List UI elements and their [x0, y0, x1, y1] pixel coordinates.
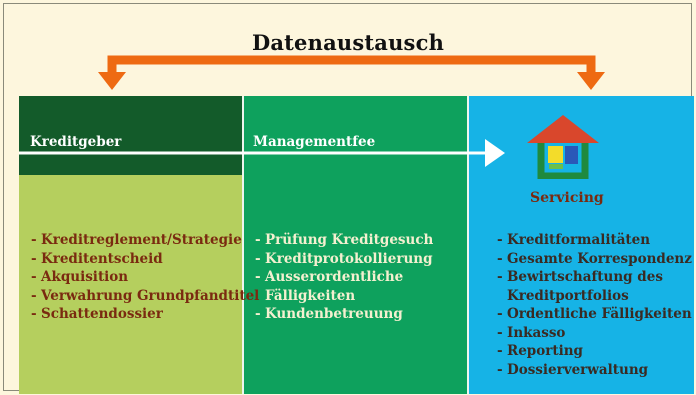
task-item: - Ordentliche Fälligkeiten: [497, 306, 692, 322]
task-text: Schattendossier: [41, 306, 163, 322]
task-text: Kreditprotokollierung: [265, 250, 433, 267]
diagram-title: Datenaustausch: [251, 30, 445, 55]
task-item: - Kreditreglement/Strategie: [31, 232, 242, 248]
kreditgeber-task-list: - Kreditreglement/Strategie - Kreditentsc…: [31, 231, 259, 324]
task-item: - Kundenbetreuung: [255, 306, 403, 322]
task-item: - Bewirtschaftung des: [497, 269, 663, 285]
managementfee-label: Managementfee: [253, 134, 376, 150]
task-text: Reporting: [507, 343, 583, 359]
task-item: Kreditportfolios: [497, 287, 692, 306]
managementfee-task-list: - Prüfung Kreditgesuch - Kreditprotokolli…: [255, 231, 433, 324]
task-item: - Dossierverwaltung: [497, 361, 649, 378]
task-text: Kreditformalitäten: [507, 232, 651, 248]
task-item: - Inkasso: [497, 324, 566, 341]
task-item: - Akquisition: [31, 269, 129, 285]
task-text: Dossierverwaltung: [507, 361, 649, 378]
column-divider: [242, 96, 244, 394]
task-item: - Schattendossier: [31, 306, 163, 322]
task-item: - Prüfung Kreditgesuch: [255, 232, 434, 248]
task-item: Fälligkeiten: [255, 287, 433, 306]
task-text: Verwahrung Grundpfandtitel: [41, 287, 260, 304]
kreditgeber-column: [19, 96, 243, 394]
task-text: Bewirtschaftung des: [507, 269, 663, 285]
servicing-column: [468, 96, 694, 394]
task-text: Gesamte Korrespondenz: [507, 250, 692, 267]
managementfee-column: [243, 96, 468, 394]
task-text: Fälligkeiten: [265, 287, 356, 304]
task-item: - Kreditformalitäten: [497, 232, 651, 248]
task-text: Kreditentscheid: [41, 250, 163, 267]
servicing-task-list: - Kreditformalitäten - Gesamte Korrespond…: [497, 231, 692, 379]
kreditgeber-label: Kreditgeber: [30, 134, 122, 150]
task-text: Ausserordentliche: [265, 269, 404, 285]
house-icon: [527, 115, 599, 179]
task-text: Kundenbetreuung: [265, 306, 403, 322]
task-item: - Verwahrung Grundpfandtitel: [31, 287, 260, 304]
servicing-label: Servicing: [530, 190, 604, 206]
task-item: - Kreditprotokollierung: [255, 250, 433, 267]
task-text: Kreditportfolios: [507, 287, 629, 304]
task-text: Kreditreglement/Strategie: [41, 232, 242, 248]
task-item: - Ausserordentliche: [255, 269, 404, 285]
task-item: - Kreditentscheid: [31, 250, 163, 267]
kreditgeber-header: [19, 96, 243, 175]
task-text: Prüfung Kreditgesuch: [265, 232, 434, 248]
task-text: Ordentliche Fälligkeiten: [507, 306, 692, 322]
task-text: Inkasso: [507, 324, 566, 341]
task-item: - Gesamte Korrespondenz: [497, 250, 692, 267]
data-exchange-arrow: [98, 55, 605, 90]
task-text: Akquisition: [41, 269, 129, 285]
column-divider: [467, 96, 469, 394]
process-panels: Kreditgeber Managementfee - Kreditreglem…: [19, 96, 694, 394]
task-item: - Reporting: [497, 343, 583, 359]
